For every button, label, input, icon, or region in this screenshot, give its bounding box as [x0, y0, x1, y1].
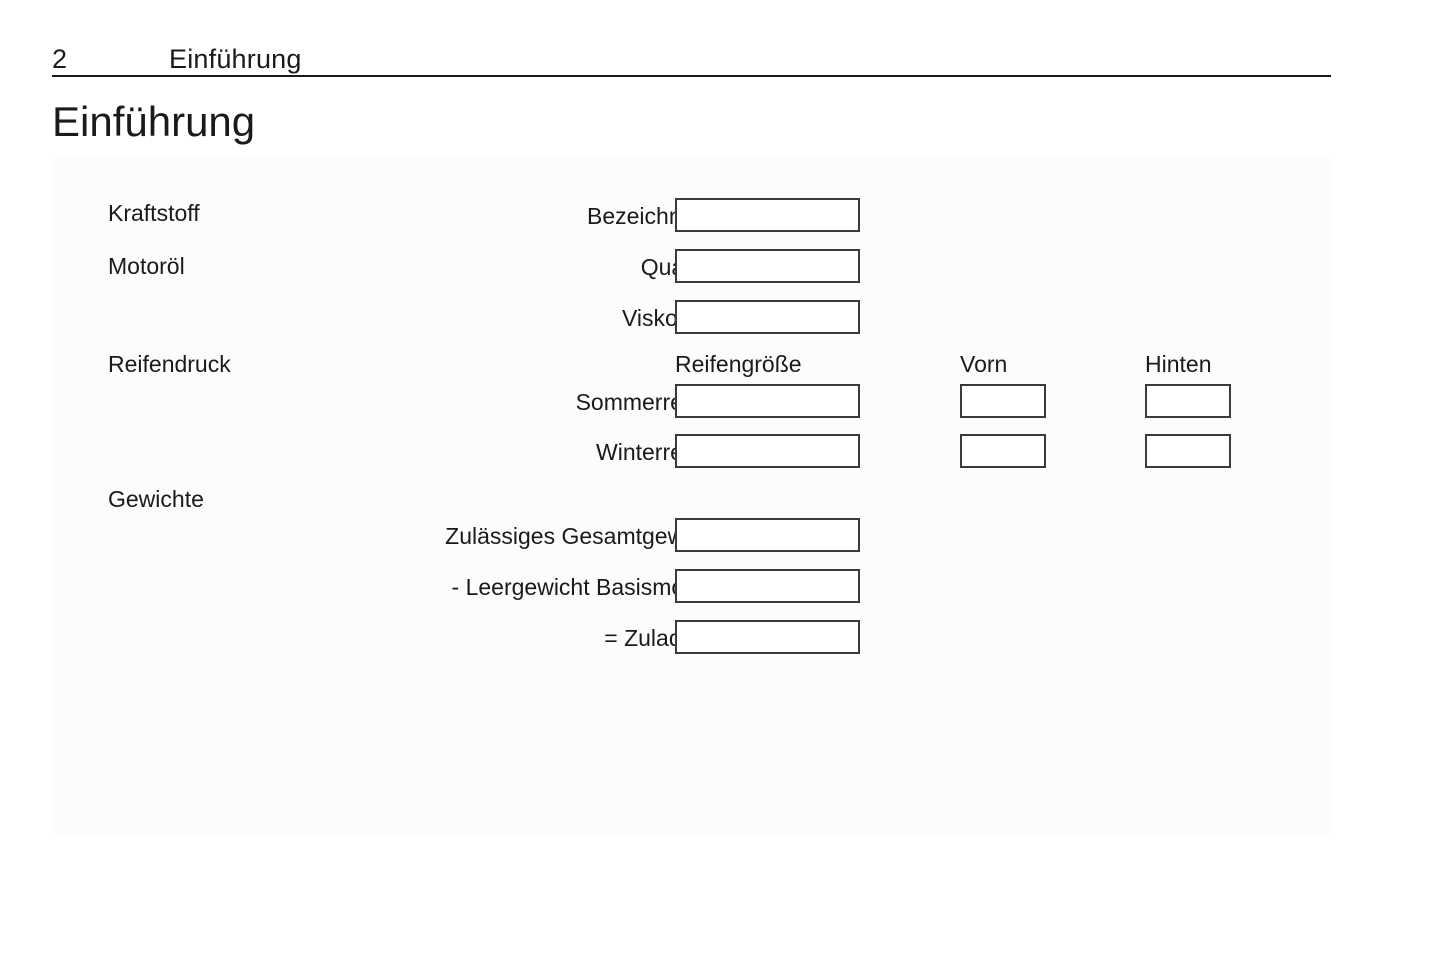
- input-sommerreifen-reifengroesse[interactable]: [675, 384, 860, 418]
- row-viskositaet-label-slot: Viskosität: [52, 304, 720, 332]
- column-header-hinten: Hinten: [1145, 351, 1212, 377]
- section-label-motoroel: Motoröl: [108, 253, 185, 279]
- row-winterreifen-label-slot: Winterreifen: [52, 438, 720, 466]
- section-label-gewichte: Gewichte: [108, 486, 204, 512]
- input-sommerreifen-hinten[interactable]: [1145, 384, 1231, 418]
- row-sommerreifen-label-slot: Sommerreifen: [52, 388, 720, 416]
- form-panel: Kraftstoff Motoröl Reifendruck Gewichte …: [52, 156, 1331, 836]
- field-label-zulaessiges-gesamtgewicht: Zulässiges Gesamtgewicht: [445, 523, 720, 549]
- input-qualitaet[interactable]: [675, 249, 860, 283]
- row-zuladung-label-slot: = Zuladung: [52, 624, 720, 652]
- input-winterreifen-vorn[interactable]: [960, 434, 1046, 468]
- column-header-reifengroesse: Reifengröße: [675, 351, 802, 377]
- input-viskositaet[interactable]: [675, 300, 860, 334]
- input-leergewicht-basismodell[interactable]: [675, 569, 860, 603]
- row-qualitaet-label-slot: Qualität: [52, 253, 720, 281]
- page-title: Einführung: [52, 98, 256, 145]
- header-chapter-name: Einführung: [169, 44, 302, 74]
- section-label-reifendruck: Reifendruck: [108, 351, 231, 377]
- row-bezeichnung-label-slot: Bezeichnung: [52, 202, 720, 230]
- page-number: 2: [52, 44, 68, 74]
- row-gesamtgewicht-label-slot: Zulässiges Gesamtgewicht: [52, 522, 720, 550]
- section-label-kraftstoff: Kraftstoff: [108, 200, 200, 226]
- input-sommerreifen-vorn[interactable]: [960, 384, 1046, 418]
- column-header-vorn: Vorn: [960, 351, 1008, 377]
- input-bezeichnung[interactable]: [675, 198, 860, 232]
- running-header: 2 Einführung: [52, 42, 1331, 76]
- header-divider-rule: [52, 75, 1331, 77]
- input-winterreifen-reifengroesse[interactable]: [675, 434, 860, 468]
- input-zuladung[interactable]: [675, 620, 860, 654]
- input-winterreifen-hinten[interactable]: [1145, 434, 1231, 468]
- input-zulaessiges-gesamtgewicht[interactable]: [675, 518, 860, 552]
- row-leergewicht-label-slot: - Leergewicht Basismodell: [52, 573, 720, 601]
